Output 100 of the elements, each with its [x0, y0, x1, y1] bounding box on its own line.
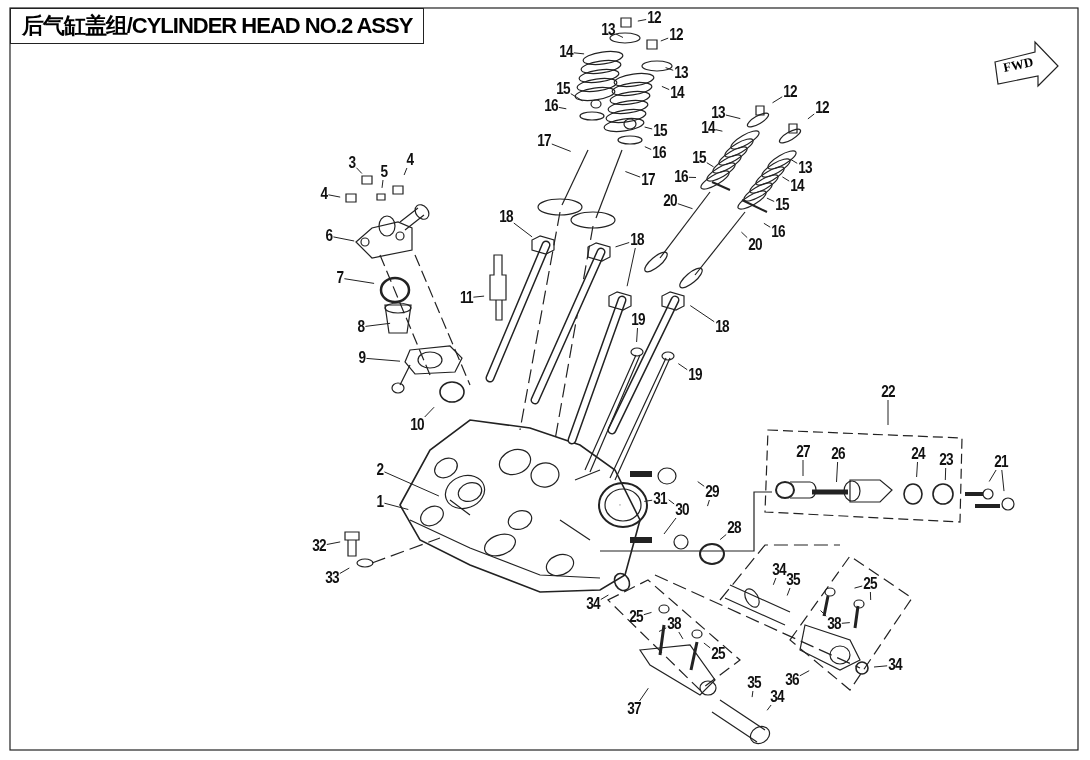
callout-number: 36: [785, 672, 799, 688]
leader-line: [644, 126, 653, 130]
callout-number: 10: [410, 417, 424, 433]
leader-line: [383, 471, 440, 497]
callout-number: 28: [727, 520, 741, 536]
leader-line: [637, 19, 647, 22]
callout-number: 14: [790, 178, 804, 194]
callout-number: 3: [348, 155, 356, 171]
callout-number: 7: [336, 270, 344, 286]
callout-number: 23: [939, 452, 953, 468]
callout-number: 13: [601, 22, 615, 38]
leader-line: [869, 591, 872, 601]
callout-number: 2: [376, 462, 384, 478]
callout-number: 6: [325, 228, 333, 244]
callout-number: 19: [631, 312, 645, 328]
leader-line: [789, 158, 798, 164]
callout-number: 8: [357, 319, 365, 335]
callout-number: 25: [629, 609, 643, 625]
callout-number: 14: [701, 120, 715, 136]
leader-line: [988, 469, 997, 482]
leader-line: [624, 171, 641, 178]
callout-number: 4: [320, 186, 328, 202]
callout-number: 25: [711, 646, 725, 662]
leader-line: [551, 143, 572, 152]
leader-line: [365, 357, 401, 362]
callout-number: 37: [627, 701, 641, 717]
leader-line: [626, 247, 636, 287]
callout-number: 15: [556, 81, 570, 97]
callout-number: 13: [711, 105, 725, 121]
leader-line: [751, 690, 754, 698]
leader-line: [799, 670, 810, 677]
callout-number: 16: [771, 224, 785, 240]
callout-number: 26: [831, 446, 845, 462]
callout-number: 38: [827, 616, 841, 632]
leader-line: [343, 278, 375, 284]
callout-number: 33: [325, 570, 339, 586]
callout-number: 16: [544, 98, 558, 114]
callout-number: 20: [748, 237, 762, 253]
callout-number: 20: [663, 193, 677, 209]
leader-line: [781, 176, 790, 182]
leader-line: [424, 406, 435, 418]
leader-line: [661, 85, 670, 91]
callout-number: 35: [747, 675, 761, 691]
direction-label: FWD: [1002, 55, 1035, 74]
callout-number: 1: [376, 494, 384, 510]
callout-number: 34: [586, 596, 600, 612]
callout-number: 18: [499, 209, 513, 225]
callout-number: 14: [559, 44, 573, 60]
callout-number: 22: [881, 384, 895, 400]
callout-number: 4: [406, 152, 414, 168]
callout-number: 19: [688, 367, 702, 383]
leader-line: [332, 236, 355, 242]
leader-line: [600, 594, 609, 600]
callout-number: 11: [459, 290, 473, 306]
leader-line: [472, 295, 485, 298]
leader-line: [703, 642, 711, 649]
leader-line: [403, 167, 408, 176]
callout-number: 24: [911, 446, 925, 462]
leader-line: [786, 587, 791, 596]
leader-line: [665, 67, 674, 71]
leader-line: [772, 577, 777, 586]
leader-line: [802, 459, 804, 477]
leader-line: [364, 322, 391, 327]
callout-number: 35: [786, 572, 800, 588]
leader-line: [719, 534, 727, 541]
leader-line: [339, 567, 350, 574]
leader-line: [763, 222, 771, 228]
callout-number: 17: [641, 172, 655, 188]
callout-number: 12: [783, 84, 797, 100]
leader-line: [615, 33, 624, 38]
callout-number: 13: [798, 160, 812, 176]
leader-line: [644, 146, 652, 150]
leader-line: [513, 222, 533, 238]
callout-number: 18: [630, 232, 644, 248]
leader-line: [1001, 469, 1005, 492]
leader-line: [639, 687, 649, 702]
leader-line: [688, 176, 697, 178]
callout-number: 38: [667, 616, 681, 632]
leader-line: [887, 399, 889, 426]
leader-line: [772, 96, 783, 104]
callout-number: 18: [715, 319, 729, 335]
callout-number: 32: [312, 538, 326, 554]
leader-line: [643, 499, 653, 502]
callout-number: 14: [670, 85, 684, 101]
leader-line: [636, 327, 638, 343]
leader-line: [916, 461, 918, 478]
leader-line: [573, 52, 585, 55]
callout-number: 12: [669, 27, 683, 43]
callout-number: 5: [380, 164, 388, 180]
leader-line: [807, 113, 815, 120]
leader-line: [854, 585, 863, 589]
callout-number: 29: [705, 484, 719, 500]
leader-line: [677, 203, 693, 210]
callout-number: 9: [358, 350, 366, 366]
leader-line: [836, 461, 839, 483]
leader-line: [873, 665, 888, 668]
callout-number: 25: [863, 576, 877, 592]
leader-line: [689, 305, 715, 323]
leader-line: [643, 611, 652, 616]
callout-number: 34: [772, 562, 786, 578]
